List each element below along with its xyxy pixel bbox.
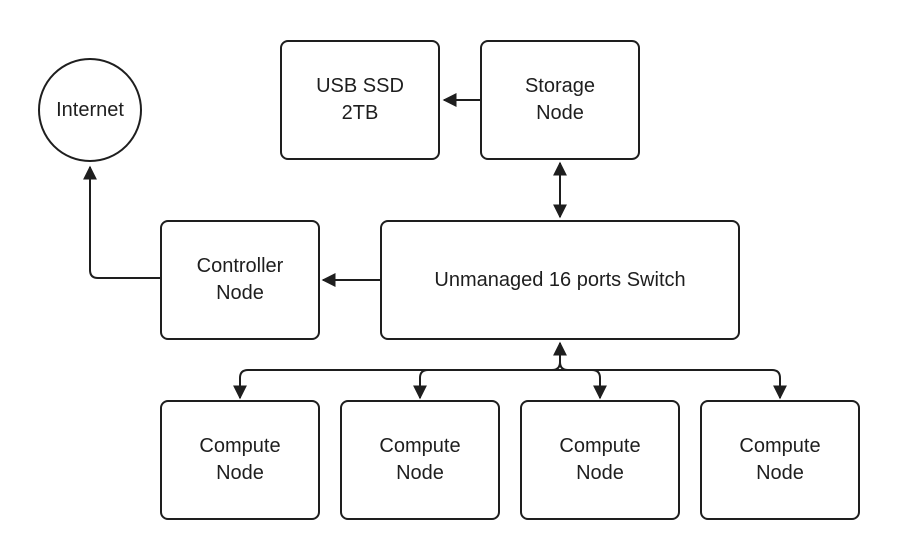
compute-4-label-line-1: Compute [739,435,821,457]
storage-label-line-2: Node [536,102,584,124]
compute-node-3: Compute Node [520,400,680,520]
internet-label: Internet [56,98,124,121]
compute-2-label-line-2: Node [396,462,444,484]
usb-ssd-label-line-2: 2TB [341,102,379,124]
controller-label-line-1: Controller [196,255,284,277]
edge-bus [239,369,781,396]
storage-label-line-1: Storage [524,75,596,97]
edge-controller-to-internet [83,165,160,279]
edge-bus-stem [419,361,561,396]
switch-node: Unmanaged 16 ports Switch [380,220,740,340]
controller-node: Controller Node [160,220,320,340]
storage-node: Storage Node [480,40,640,160]
compute-3-label-line-1: Compute [559,435,641,457]
edge-bus-stem-right [559,361,601,396]
compute-node-2: Compute Node [340,400,500,520]
switch-label: Unmanaged 16 ports Switch [434,268,686,291]
compute-node-4: Compute Node [700,400,860,520]
usb-ssd-node: USB SSD 2TB [280,40,440,160]
compute-4-label-line-2: Node [756,462,804,484]
usb-ssd-label-line-1: USB SSD [316,75,404,97]
compute-2-label-line-1: Compute [379,435,461,457]
compute-node-1: Compute Node [160,400,320,520]
internet-node: Internet [38,58,142,162]
compute-1-label-line-2: Node [216,462,264,484]
controller-label-line-2: Node [216,282,264,304]
compute-3-label-line-2: Node [576,462,624,484]
compute-1-label-line-1: Compute [199,435,281,457]
